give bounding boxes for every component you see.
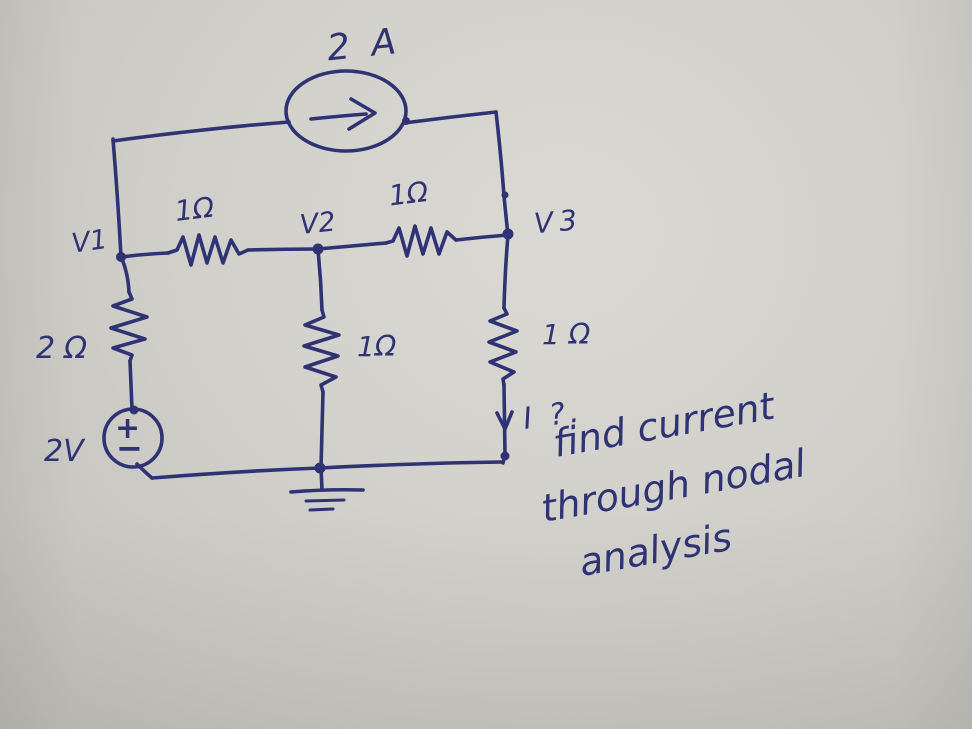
wire-left-vertical bbox=[111, 137, 123, 259]
current-source-label: 2 A bbox=[325, 21, 403, 70]
voltage-source-symbol: + − bbox=[102, 405, 164, 469]
resistor-r12-label: 1Ω bbox=[173, 190, 217, 228]
resistor-r12-symbol bbox=[166, 233, 250, 267]
ground-symbol bbox=[289, 466, 365, 512]
wire-r23-to-v3 bbox=[454, 233, 510, 242]
wire-v2-to-r23 bbox=[316, 241, 388, 251]
voltage-plus-sign: + bbox=[115, 411, 140, 446]
resistors-group bbox=[109, 224, 519, 394]
voltage-minus-sign: − bbox=[116, 429, 143, 467]
voltage-source-label: 2V bbox=[44, 434, 86, 469]
current-source-arrowhead bbox=[347, 97, 377, 131]
wire-v2-down bbox=[316, 248, 324, 312]
labels-group: 2 A V1 V2 V3 1Ω 1Ω 2Ω 1Ω 1Ω 2V I ?. bbox=[36, 21, 599, 469]
voltage-source-top-blob bbox=[129, 405, 139, 415]
resistor-r1-ground-symbol bbox=[109, 290, 149, 363]
wire-r12-to-v2 bbox=[246, 247, 320, 252]
current-source-symbol bbox=[284, 69, 408, 153]
node-v3-label: V3 bbox=[533, 203, 585, 240]
wire-v3-down bbox=[502, 233, 510, 310]
ground-bar-3 bbox=[308, 507, 335, 512]
kink-right-vertical-dot bbox=[501, 191, 509, 199]
resistor-r2-ground-label: 1Ω bbox=[357, 330, 397, 363]
wire-right-vertical-top bbox=[494, 110, 510, 237]
wire-top-left bbox=[111, 120, 291, 143]
current-source-arrow bbox=[309, 112, 368, 121]
resistor-r1-ground-label: 2Ω bbox=[36, 331, 96, 366]
wire-top-right bbox=[402, 110, 498, 125]
node-bottom-right-dot bbox=[500, 451, 510, 461]
wire-v1-to-r12 bbox=[119, 251, 170, 259]
resistor-r3-ground-symbol bbox=[487, 306, 519, 387]
current-source-circle bbox=[284, 69, 408, 153]
node-v2-label: V2 bbox=[298, 206, 337, 241]
wire-v1-down bbox=[119, 255, 131, 294]
resistor-r2-ground-symbol bbox=[302, 308, 341, 394]
task-line-3: analysis bbox=[576, 515, 735, 585]
wire-bottom-rail bbox=[150, 460, 504, 480]
resistor-r23-symbol bbox=[384, 224, 458, 258]
wire-r1g-to-source bbox=[128, 359, 134, 411]
ground-bar-2 bbox=[304, 498, 346, 503]
node-v1-dot bbox=[116, 252, 126, 262]
wires-group bbox=[111, 110, 510, 480]
ground-bar-1 bbox=[289, 487, 365, 494]
current-i-arrowhead bbox=[495, 410, 514, 431]
node-v2-dot bbox=[312, 243, 324, 255]
node-dots-group bbox=[116, 117, 514, 474]
junction-source-right-dot bbox=[402, 117, 410, 125]
node-v3-dot bbox=[502, 228, 514, 240]
node-v1-label: V1 bbox=[70, 224, 110, 260]
node-ground-dot bbox=[314, 462, 326, 474]
current-question-label: I ?. bbox=[521, 394, 585, 437]
resistor-r3-ground-label: 1Ω bbox=[542, 318, 599, 351]
resistor-r23-label: 1Ω bbox=[387, 175, 431, 213]
wire-r3g-to-rail bbox=[502, 383, 507, 457]
wire-r2g-to-rail bbox=[319, 390, 325, 470]
